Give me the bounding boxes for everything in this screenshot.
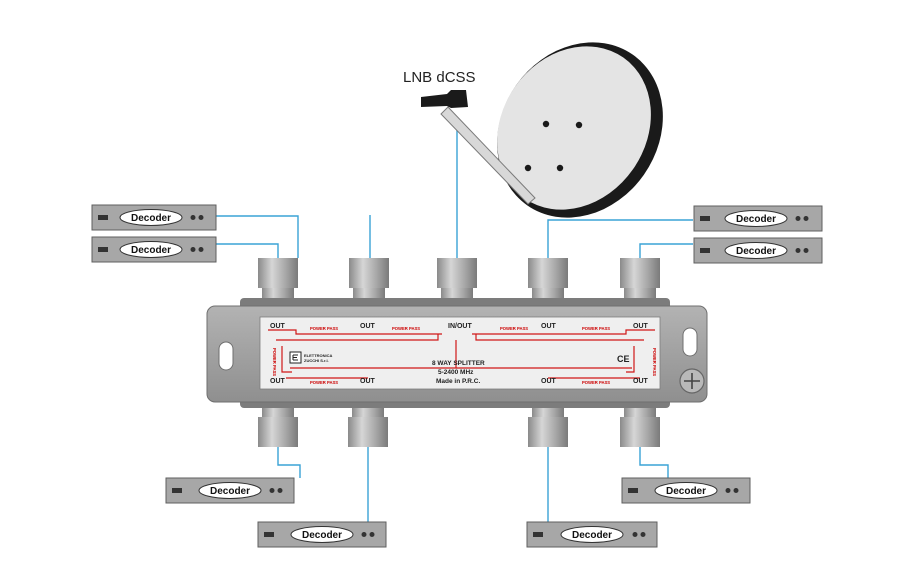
decoder-device: Decoder <box>91 236 217 263</box>
port-label-out: OUT <box>633 378 649 385</box>
dish-bolt <box>556 164 564 172</box>
decoders: Decoder Decoder Decoder Decoder <box>91 204 823 548</box>
splitter-made-in: Made in P.R.C. <box>436 378 481 385</box>
manufacturer-logo: ELETTRONICA ZUCCHI S.r.l. <box>289 351 333 364</box>
cable-top-4 <box>547 219 693 258</box>
decoder-device: Decoder <box>526 521 658 548</box>
satellite-dish <box>421 42 663 218</box>
power-pass-label: POWER PASS <box>582 326 610 331</box>
power-pass-lines <box>268 329 655 379</box>
power-pass-label: POWER PASS <box>500 326 528 331</box>
port-label-out: OUT <box>633 323 649 330</box>
connector-bot-1 <box>258 404 298 447</box>
decoder-device: Decoder <box>91 204 217 231</box>
ce-mark: CE <box>617 354 630 364</box>
panel-text: OUT OUT IN/OUT OUT OUT OUT OUT OUT OUT P… <box>270 323 657 385</box>
splitter-title: 8 WAY SPLITTER <box>432 360 485 367</box>
dish-bolt <box>524 164 532 172</box>
lnb-icon <box>421 90 468 108</box>
port-label-in-out: IN/OUT <box>448 323 472 330</box>
logo-line-1: ELETTRONICA <box>304 353 333 358</box>
splitter-frequency: 5-2400 MHz <box>438 369 474 376</box>
decoder-label: Decoder <box>131 245 171 256</box>
dish-bolt <box>542 120 550 128</box>
decoder-label: Decoder <box>666 486 706 497</box>
lnb-label: LNB dCSS <box>403 69 476 86</box>
power-pass-label: POWER PASS <box>310 326 338 331</box>
power-pass-label: POWER PASS <box>310 380 338 385</box>
decoder-label: Decoder <box>302 530 342 541</box>
feed-arm <box>440 106 536 205</box>
cable-bot-4 <box>639 445 669 478</box>
decoder-device: Decoder <box>621 477 751 504</box>
decoder-device: Decoder <box>693 237 823 264</box>
power-pass-label-vertical: POWER PASS <box>652 348 657 376</box>
dish-bolt <box>575 121 583 129</box>
label-panel <box>259 316 661 390</box>
port-label-out: OUT <box>541 378 557 385</box>
connector-bot-4 <box>620 404 660 447</box>
mount-slot-right <box>682 327 698 357</box>
cable-top-2 <box>216 243 279 258</box>
cable-top-5 <box>639 243 693 258</box>
decoder-device: Decoder <box>257 521 387 548</box>
port-label-out: OUT <box>270 378 286 385</box>
bottom-connectors <box>258 404 660 447</box>
decoder-device: Decoder <box>693 205 823 232</box>
decoder-device: Decoder <box>165 477 295 504</box>
connector-bot-2 <box>348 404 388 447</box>
cable-top-1 <box>216 215 299 258</box>
decoder-label: Decoder <box>736 214 776 225</box>
connector-bot-3 <box>528 404 568 447</box>
port-label-out: OUT <box>360 323 376 330</box>
decoder-label: Decoder <box>572 530 612 541</box>
port-label-out: OUT <box>360 378 376 385</box>
mount-slot-left <box>218 341 234 371</box>
port-label-out: OUT <box>270 323 286 330</box>
decoder-label: Decoder <box>131 213 171 224</box>
decoder-label: Decoder <box>736 246 776 257</box>
decoder-label: Decoder <box>210 486 250 497</box>
power-pass-label-vertical: POWER PASS <box>272 348 277 376</box>
logo-line-2: ZUCCHI S.r.l. <box>304 358 329 363</box>
port-label-out: OUT <box>541 323 557 330</box>
power-pass-label: POWER PASS <box>582 380 610 385</box>
cable-bot-1 <box>277 445 301 478</box>
cables <box>216 120 693 522</box>
power-pass-label: POWER PASS <box>392 326 420 331</box>
